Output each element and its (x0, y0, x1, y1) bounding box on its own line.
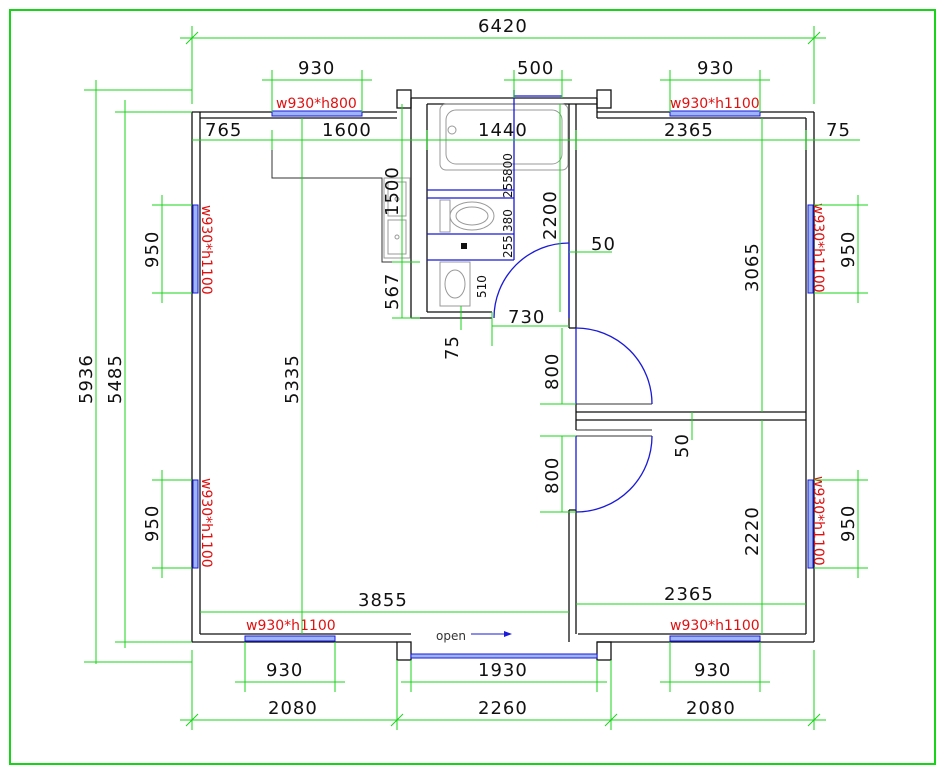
dim-room-2220: 2220 (742, 506, 763, 556)
dim-bottom-seg-right: 2080 (686, 698, 736, 719)
bedroom2-door-swing (575, 435, 653, 513)
dim-top-75: 75 (826, 120, 851, 141)
dim-inner-depth: 5485 (105, 354, 126, 404)
dim-bath-380: 380 (501, 209, 515, 232)
window-labels: w930*h800 w930*h1100 w930*h1100 w930*h11… (198, 96, 826, 634)
dim-room-2365-bottom: 2365 (664, 584, 714, 605)
dim-top-window-left: 930 (298, 58, 335, 79)
windows (192, 110, 814, 642)
dim-door-800-lower: 800 (542, 457, 563, 494)
dim-overall-depth: 5936 (76, 354, 97, 404)
dim-top-window-right: 930 (697, 58, 734, 79)
window-bottom-left (244, 635, 336, 642)
dim-bottom-window-left: 930 (266, 660, 303, 681)
window-right-lower (807, 479, 814, 569)
wash-basin (439, 261, 471, 307)
window-label-left-lower: w930*h1100 (198, 478, 214, 568)
dim-living-3855: 3855 (358, 590, 408, 611)
open-label: open (436, 629, 466, 643)
doors: open (410, 95, 653, 659)
dim-left-window-lower: 950 (142, 505, 163, 542)
window-top-right (669, 110, 761, 117)
dim-top-1600: 1600 (322, 120, 372, 141)
dim-top-2365: 2365 (664, 120, 714, 141)
dim-bottom-window-right: 930 (694, 660, 731, 681)
bathroom-door-swing (493, 242, 570, 319)
dim-right-window-upper: 950 (838, 231, 859, 268)
dim-bottom-seg-left: 2080 (268, 698, 318, 719)
dim-bath-75: 75 (442, 335, 463, 360)
window-bottom-right (669, 635, 761, 642)
dim-bath-2200: 2200 (540, 190, 561, 240)
window-left-upper (192, 204, 199, 294)
dim-bottom-seg-mid: 2260 (478, 698, 528, 719)
window-top-left (271, 110, 363, 117)
dimension-labels: 6420 930 500 930 765 1600 1440 2365 75 5… (76, 16, 859, 719)
dim-bath-730: 730 (508, 307, 545, 328)
dim-bath-510: 510 (475, 275, 489, 298)
window-label-bottom-left: w930*h1100 (246, 618, 336, 634)
dim-top-1440: 1440 (478, 120, 528, 141)
dim-kitchen-1500: 1500 (382, 166, 403, 216)
kitchen-sink (383, 177, 411, 259)
dim-living-5335: 5335 (282, 354, 303, 404)
dim-right-window-lower: 950 (838, 505, 859, 542)
window-right-upper (807, 204, 814, 294)
window-label-right-upper: w930*h1100 (810, 203, 826, 293)
dim-bath-255b: 255 (501, 235, 515, 258)
drawing-frame (9, 9, 936, 765)
dim-bottom-door: 1930 (478, 660, 528, 681)
dim-wall-50-lower: 50 (672, 433, 693, 458)
dim-bath-255a: 255 (501, 175, 515, 198)
bathtub (439, 103, 569, 171)
window-label-top-right: w930*h1100 (670, 96, 760, 112)
window-label-left-upper: w930*h1100 (198, 205, 214, 295)
fixtures (383, 90, 569, 307)
dim-room-3065: 3065 (742, 242, 763, 292)
window-left-lower (192, 479, 199, 569)
toilet (439, 199, 451, 233)
dim-left-window-upper: 950 (142, 231, 163, 268)
dim-overall-width: 6420 (478, 16, 528, 37)
dim-door-800-upper: 800 (542, 353, 563, 390)
window-label-bottom-right: w930*h1100 (670, 618, 760, 634)
window-label-right-lower: w930*h1100 (810, 476, 826, 566)
bedroom1-door-swing (575, 327, 653, 405)
dim-wall-50-upper: 50 (591, 234, 616, 255)
dimension-lines (84, 26, 868, 730)
window-label-top-left: w930*h800 (276, 96, 357, 112)
dim-bath-800: 800 (501, 153, 515, 176)
entrance-door (410, 653, 598, 659)
dim-top-765: 765 (205, 120, 242, 141)
floor-drain (461, 243, 467, 249)
dim-top-door-bath: 500 (517, 58, 554, 79)
dim-kitchen-567: 567 (382, 273, 403, 310)
